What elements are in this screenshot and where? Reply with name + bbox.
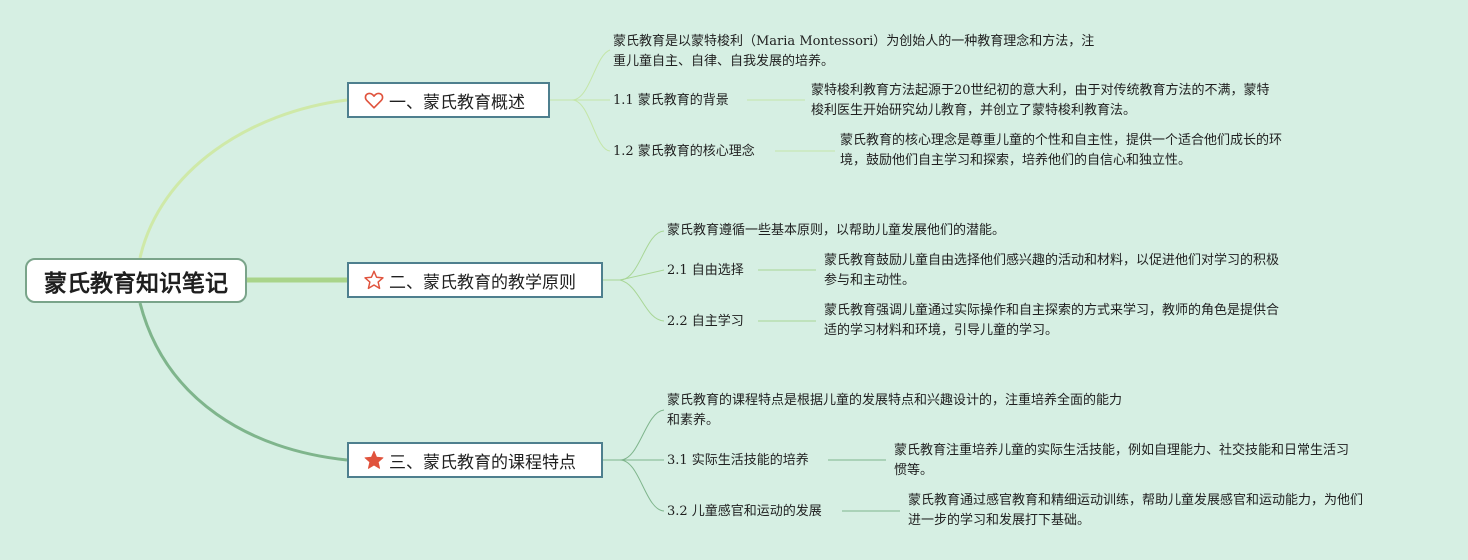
subtopic-1-2-detail-line-1: 蒙氏教育的核心理念是尊重儿童的个性和自主性，提供一个适合他们成长的环 bbox=[840, 133, 1283, 148]
subtopic-1-2-detail-line-2: 境，鼓励他们自主学习和探索，培养他们的自信心和独立性。 bbox=[840, 153, 1192, 168]
subtopic-1-1-detail-line-2: 梭利医生开始研究幼儿教育，并创立了蒙特梭利教育法。 bbox=[811, 103, 1137, 118]
section-2-node[interactable]: 二、蒙氏教育的教学原则 bbox=[347, 262, 603, 298]
section-3-node[interactable]: 三、蒙氏教育的课程特点 bbox=[347, 442, 603, 478]
subtopic-3-1-detail-line-1: 蒙氏教育注重培养儿童的实际生活技能，例如自理能力、社交技能和日常生活习 bbox=[894, 443, 1350, 458]
root-topic[interactable]: 蒙氏教育知识笔记 bbox=[25, 258, 247, 303]
section-1-title: 一、蒙氏教育概述 bbox=[389, 92, 525, 113]
subtopic-2-1-detail-line-2: 参与和主动性。 bbox=[824, 273, 916, 288]
subtopic-3-1-detail: 蒙氏教育注重培养儿童的实际生活技能，例如自理能力、社交技能和日常生活习 惯等。 bbox=[894, 441, 1349, 481]
subtopic-2-1-detail: 蒙氏教育鼓励儿童自由选择他们感兴趣的活动和材料，以促进他们对学习的积极 参与和主… bbox=[824, 251, 1279, 291]
subtopic-1-2-label[interactable]: 1.2 蒙氏教育的核心理念 bbox=[613, 144, 755, 159]
section-2-intro: 蒙氏教育遵循一些基本原则，以帮助儿童发展他们的潜能。 bbox=[667, 221, 1005, 241]
subtopic-1-1-detail-line-1: 蒙特梭利教育方法起源于20世纪初的意大利，由于对传统教育方法的不满，蒙特 bbox=[811, 83, 1270, 98]
section-3-intro-line-1: 蒙氏教育的课程特点是根据儿童的发展特点和兴趣设计的，注重培养全面的能力 bbox=[667, 393, 1123, 408]
section-1-intro-line-2: 重儿童自主、自律、自我发展的培养。 bbox=[613, 54, 835, 69]
subtopic-1-2-detail: 蒙氏教育的核心理念是尊重儿童的个性和自主性，提供一个适合他们成长的环 境，鼓励他… bbox=[840, 131, 1282, 171]
star-outline-icon bbox=[363, 269, 385, 291]
subtopic-3-2-detail-line-1: 蒙氏教育通过感官教育和精细运动训练，帮助儿童发展感官和运动能力，为他们 bbox=[908, 493, 1364, 508]
subtopic-2-1-label[interactable]: 2.1 自由选择 bbox=[667, 263, 744, 278]
subtopic-3-2-detail: 蒙氏教育通过感官教育和精细运动训练，帮助儿童发展感官和运动能力，为他们 进一步的… bbox=[908, 491, 1363, 531]
section-2-intro-line-1: 蒙氏教育遵循一些基本原则，以帮助儿童发展他们的潜能。 bbox=[667, 223, 1006, 238]
subtopic-1-1-label[interactable]: 1.1 蒙氏教育的背景 bbox=[613, 93, 729, 108]
root-title: 蒙氏教育知识笔记 bbox=[44, 270, 228, 297]
heart-outline-icon bbox=[363, 89, 385, 111]
section-1-intro-line-1: 蒙氏教育是以蒙特梭利（Maria Montessori）为创始人的一种教育理念和… bbox=[613, 34, 1095, 49]
subtopic-2-2-detail-line-2: 适的学习材料和环境，引导儿童的学习。 bbox=[824, 323, 1059, 338]
subtopic-3-1-detail-line-2: 惯等。 bbox=[894, 463, 934, 478]
subtopic-2-2-detail: 蒙氏教育强调儿童通过实际操作和自主探索的方式来学习，教师的角色是提供合 适的学习… bbox=[824, 301, 1279, 341]
section-1-node[interactable]: 一、蒙氏教育概述 bbox=[347, 82, 550, 118]
subtopic-2-2-label[interactable]: 2.2 自主学习 bbox=[667, 314, 744, 329]
subtopic-3-2-detail-line-2: 进一步的学习和发展打下基础。 bbox=[908, 513, 1091, 528]
section-3-intro-line-2: 和素养。 bbox=[667, 413, 720, 428]
subtopic-2-1-detail-line-1: 蒙氏教育鼓励儿童自由选择他们感兴趣的活动和材料，以促进他们对学习的积极 bbox=[824, 253, 1280, 268]
section-1-intro: 蒙氏教育是以蒙特梭利（Maria Montessori）为创始人的一种教育理念和… bbox=[613, 32, 1094, 72]
star-filled-icon bbox=[363, 449, 385, 471]
subtopic-1-1-detail: 蒙特梭利教育方法起源于20世纪初的意大利，由于对传统教育方法的不满，蒙特 梭利医… bbox=[811, 81, 1270, 121]
subtopic-3-1-label[interactable]: 3.1 实际生活技能的培养 bbox=[667, 453, 809, 468]
section-3-intro: 蒙氏教育的课程特点是根据儿童的发展特点和兴趣设计的，注重培养全面的能力 和素养。 bbox=[667, 391, 1122, 431]
subtopic-2-2-detail-line-1: 蒙氏教育强调儿童通过实际操作和自主探索的方式来学习，教师的角色是提供合 bbox=[824, 303, 1280, 318]
section-2-title: 二、蒙氏教育的教学原则 bbox=[389, 272, 576, 293]
section-3-title: 三、蒙氏教育的课程特点 bbox=[389, 452, 576, 473]
subtopic-3-2-label[interactable]: 3.2 儿童感官和运动的发展 bbox=[667, 504, 822, 519]
